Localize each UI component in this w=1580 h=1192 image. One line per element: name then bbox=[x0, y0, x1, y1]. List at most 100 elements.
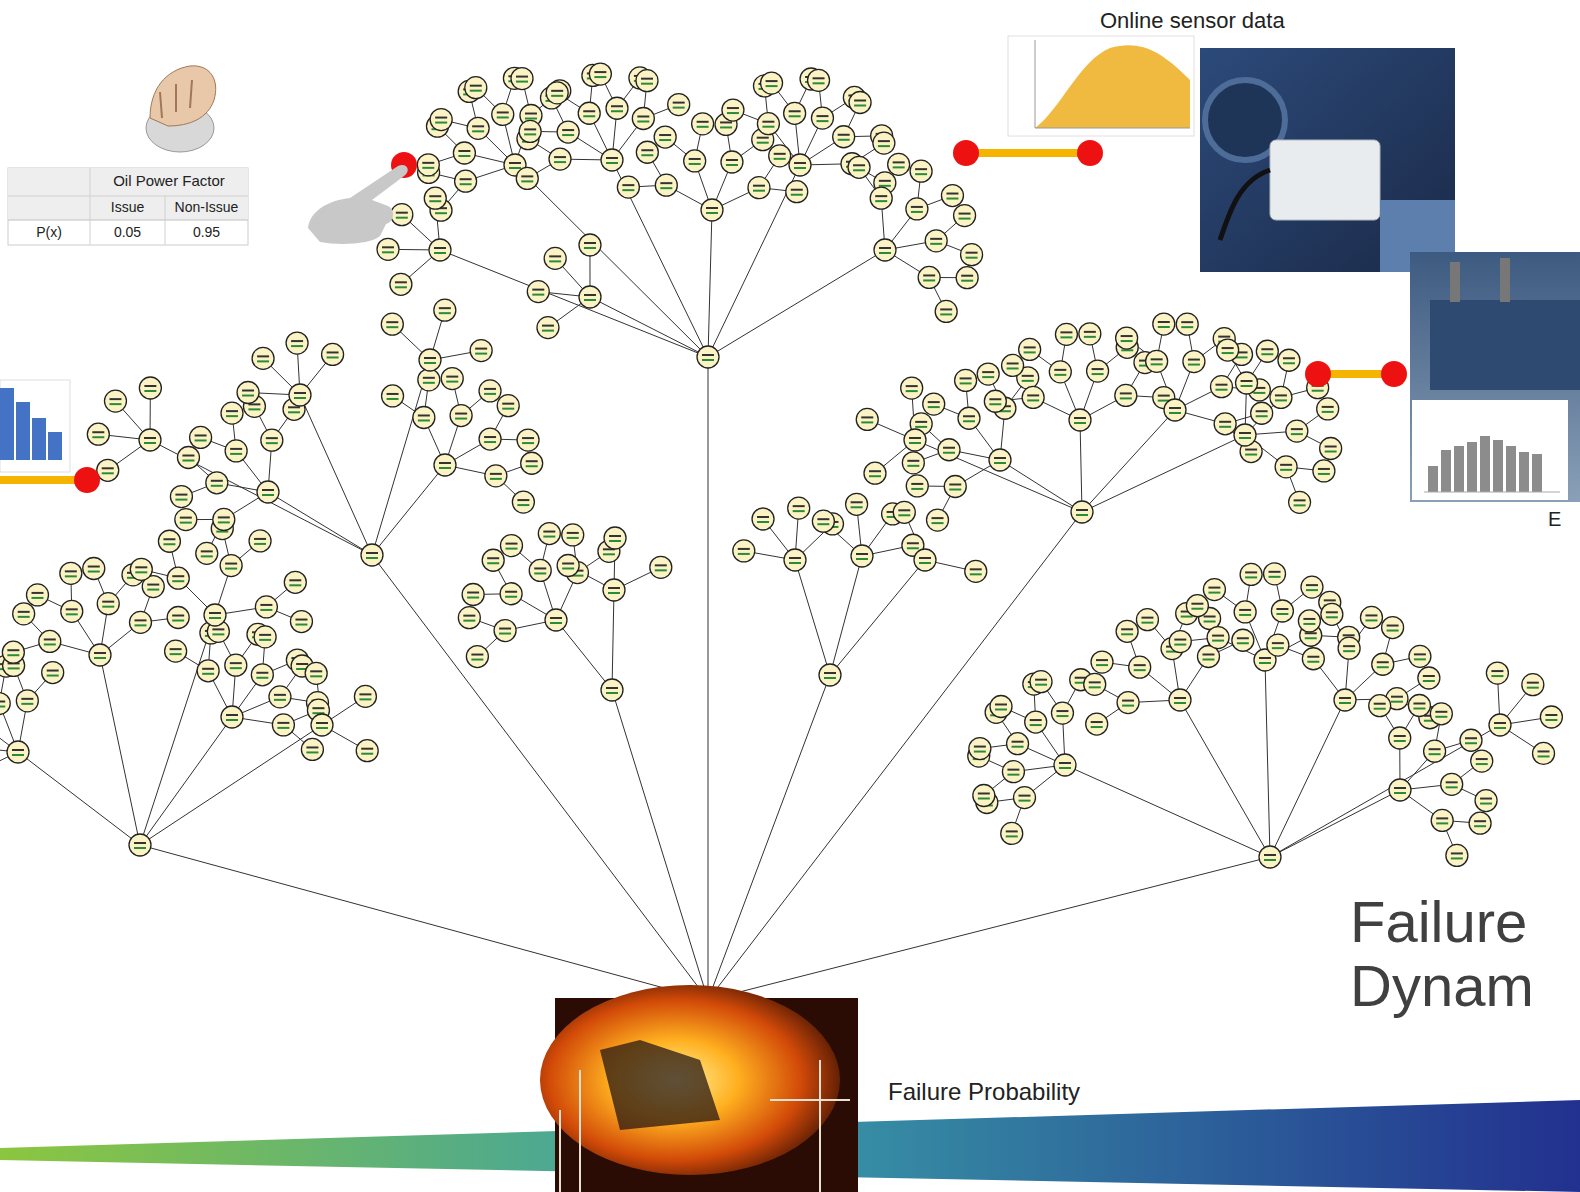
node-mark bbox=[583, 110, 595, 112]
node-mark bbox=[294, 397, 306, 399]
node-circle bbox=[213, 508, 235, 530]
node-circle bbox=[721, 151, 743, 173]
tree-node bbox=[1002, 354, 1024, 376]
node-mark bbox=[1222, 352, 1234, 354]
node-mark bbox=[994, 462, 1006, 464]
node-mark bbox=[1022, 375, 1034, 377]
tree-node bbox=[544, 247, 566, 269]
tree-node bbox=[165, 640, 187, 662]
node-mark bbox=[202, 668, 214, 670]
node-circle bbox=[1408, 695, 1430, 717]
node-circle bbox=[1298, 610, 1320, 632]
tree-node bbox=[170, 486, 192, 508]
node-mark bbox=[606, 687, 618, 689]
node-circle bbox=[701, 199, 723, 221]
node-circle bbox=[1369, 695, 1391, 717]
node-mark bbox=[1394, 740, 1406, 742]
tree-line bbox=[1270, 790, 1400, 857]
tree-node bbox=[1540, 706, 1562, 728]
node-mark bbox=[1089, 681, 1101, 683]
tree-node bbox=[1369, 695, 1391, 717]
tree-node bbox=[419, 349, 441, 371]
node-mark bbox=[226, 415, 238, 417]
node-mark bbox=[726, 164, 738, 166]
node-mark bbox=[622, 184, 634, 186]
tree-line bbox=[140, 717, 232, 845]
tree-node bbox=[252, 347, 274, 369]
tree-node bbox=[1424, 740, 1446, 762]
tree-node bbox=[604, 527, 626, 549]
node-mark bbox=[1414, 653, 1426, 655]
tree-node bbox=[254, 626, 276, 648]
node-mark bbox=[1339, 697, 1351, 699]
tree-node bbox=[516, 167, 538, 189]
tree-node bbox=[1234, 424, 1256, 446]
node-mark bbox=[1280, 464, 1292, 466]
node-mark bbox=[1096, 659, 1108, 661]
node-mark bbox=[861, 416, 873, 418]
tree-node bbox=[220, 555, 242, 577]
node-mark bbox=[175, 499, 187, 501]
node-mark bbox=[542, 325, 554, 327]
mouse-click-icon bbox=[146, 66, 216, 152]
node-mark bbox=[522, 437, 534, 439]
node-mark bbox=[1494, 727, 1506, 729]
node-mark bbox=[534, 567, 546, 569]
node-mark bbox=[505, 548, 517, 550]
tree-node bbox=[485, 465, 507, 487]
node-circle bbox=[545, 609, 567, 631]
node-mark bbox=[359, 698, 371, 700]
tree-node bbox=[1049, 361, 1071, 383]
node-circle bbox=[1286, 420, 1308, 442]
photo bbox=[1200, 48, 1455, 272]
node-mark bbox=[1181, 326, 1193, 328]
node-circle bbox=[769, 145, 791, 167]
node-mark bbox=[928, 401, 940, 403]
tree-node bbox=[1115, 384, 1137, 406]
node-mark bbox=[584, 299, 596, 301]
node-mark bbox=[144, 442, 156, 444]
node-circle bbox=[465, 77, 487, 99]
node-circle bbox=[1214, 413, 1236, 435]
node-mark bbox=[517, 504, 529, 506]
node-circle bbox=[1217, 339, 1239, 361]
node-circle bbox=[130, 558, 152, 580]
node-mark bbox=[226, 410, 238, 412]
node-mark bbox=[289, 579, 301, 581]
node-circle bbox=[1146, 350, 1168, 372]
node-mark bbox=[1076, 509, 1088, 511]
node-mark bbox=[906, 390, 918, 392]
node-mark bbox=[0, 701, 5, 703]
tree-node bbox=[1129, 656, 1151, 678]
tree-line bbox=[708, 675, 830, 1000]
node-mark bbox=[909, 442, 921, 444]
node-circle bbox=[1049, 361, 1071, 383]
node-mark bbox=[1030, 719, 1042, 721]
tree-node bbox=[874, 239, 896, 261]
tree-node bbox=[1372, 653, 1394, 675]
node-circle bbox=[190, 426, 212, 448]
bushing bbox=[1450, 262, 1460, 302]
node-circle bbox=[944, 476, 966, 498]
tree-line bbox=[612, 590, 614, 690]
node-mark bbox=[1377, 666, 1389, 668]
node-mark bbox=[757, 521, 769, 523]
tree-node bbox=[1164, 399, 1186, 421]
tree-node bbox=[961, 244, 983, 266]
node-mark bbox=[1275, 399, 1287, 401]
tree-line bbox=[708, 210, 712, 357]
sensor-box bbox=[1270, 140, 1380, 220]
tree-line bbox=[795, 560, 830, 675]
tree-node bbox=[636, 141, 658, 163]
node-mark bbox=[312, 707, 324, 709]
node-circle bbox=[1489, 714, 1511, 736]
node-mark bbox=[549, 255, 561, 257]
structure bbox=[560, 1060, 850, 1192]
node-circle bbox=[811, 107, 833, 129]
node-mark bbox=[475, 348, 487, 350]
node-circle bbox=[1418, 667, 1440, 689]
chart-frame bbox=[1412, 400, 1568, 500]
tree-node bbox=[1117, 692, 1139, 714]
tree-node bbox=[1475, 790, 1497, 812]
node-circle bbox=[458, 607, 480, 629]
